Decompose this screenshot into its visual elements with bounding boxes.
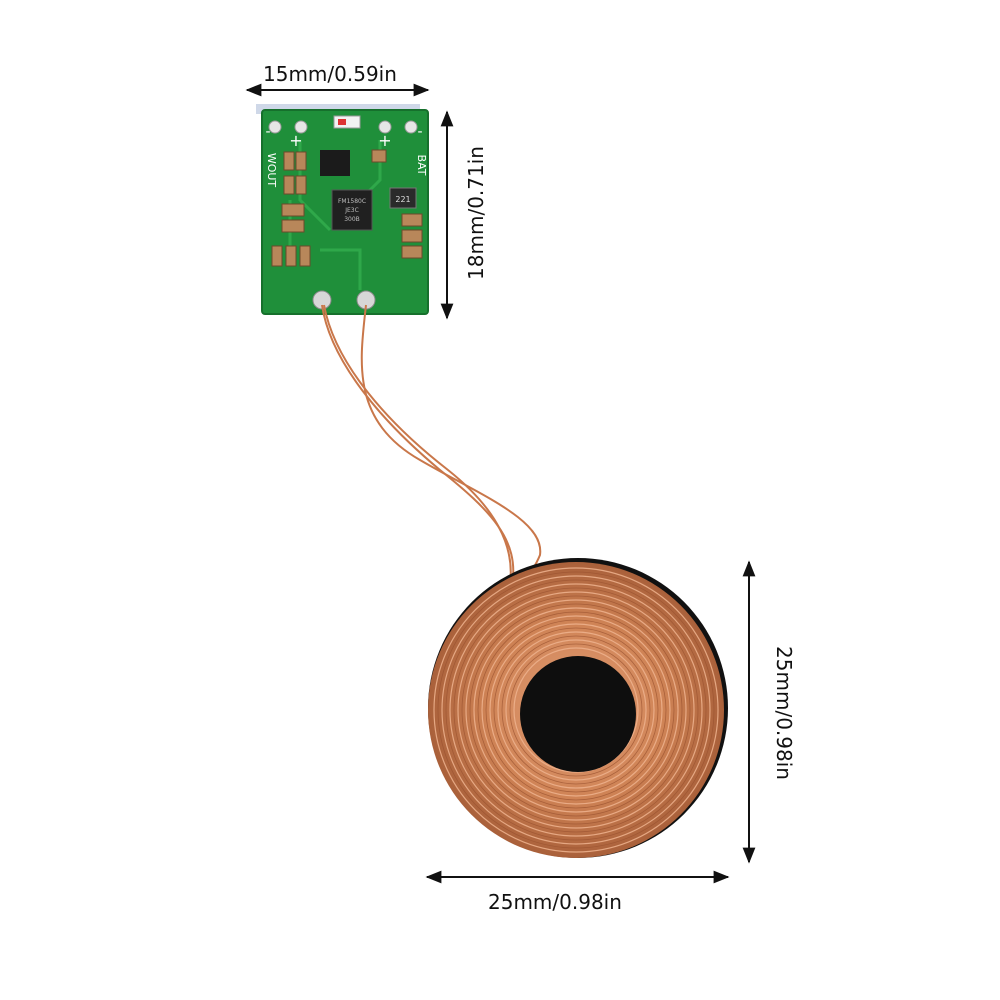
coil-core xyxy=(520,656,636,772)
pcb-plus-right: + xyxy=(378,131,391,150)
pcb-plus-left: + xyxy=(289,131,302,150)
coil-height-label: 25mm/0.98in xyxy=(772,646,796,780)
pcb-width-label: 15mm/0.59in xyxy=(263,62,397,86)
inductor-marking: 221 xyxy=(395,195,410,204)
pcb-bat-label: BAT xyxy=(415,155,428,176)
pcb-board xyxy=(256,104,429,315)
pcb-height-label: 18mm/0.71in xyxy=(464,146,488,280)
pcb-wout-label: WOUT xyxy=(265,153,278,188)
pcb-minus-left: - xyxy=(265,124,270,140)
wireless-charging-coil xyxy=(428,558,728,858)
chip-marking-2: JE3C xyxy=(344,207,359,214)
pcb-minus-right: - xyxy=(417,124,422,140)
chip-marking-3: 300B xyxy=(344,216,360,223)
coil-width-label: 25mm/0.98in xyxy=(488,890,622,914)
chip-marking-1: FM1580C xyxy=(338,198,366,205)
